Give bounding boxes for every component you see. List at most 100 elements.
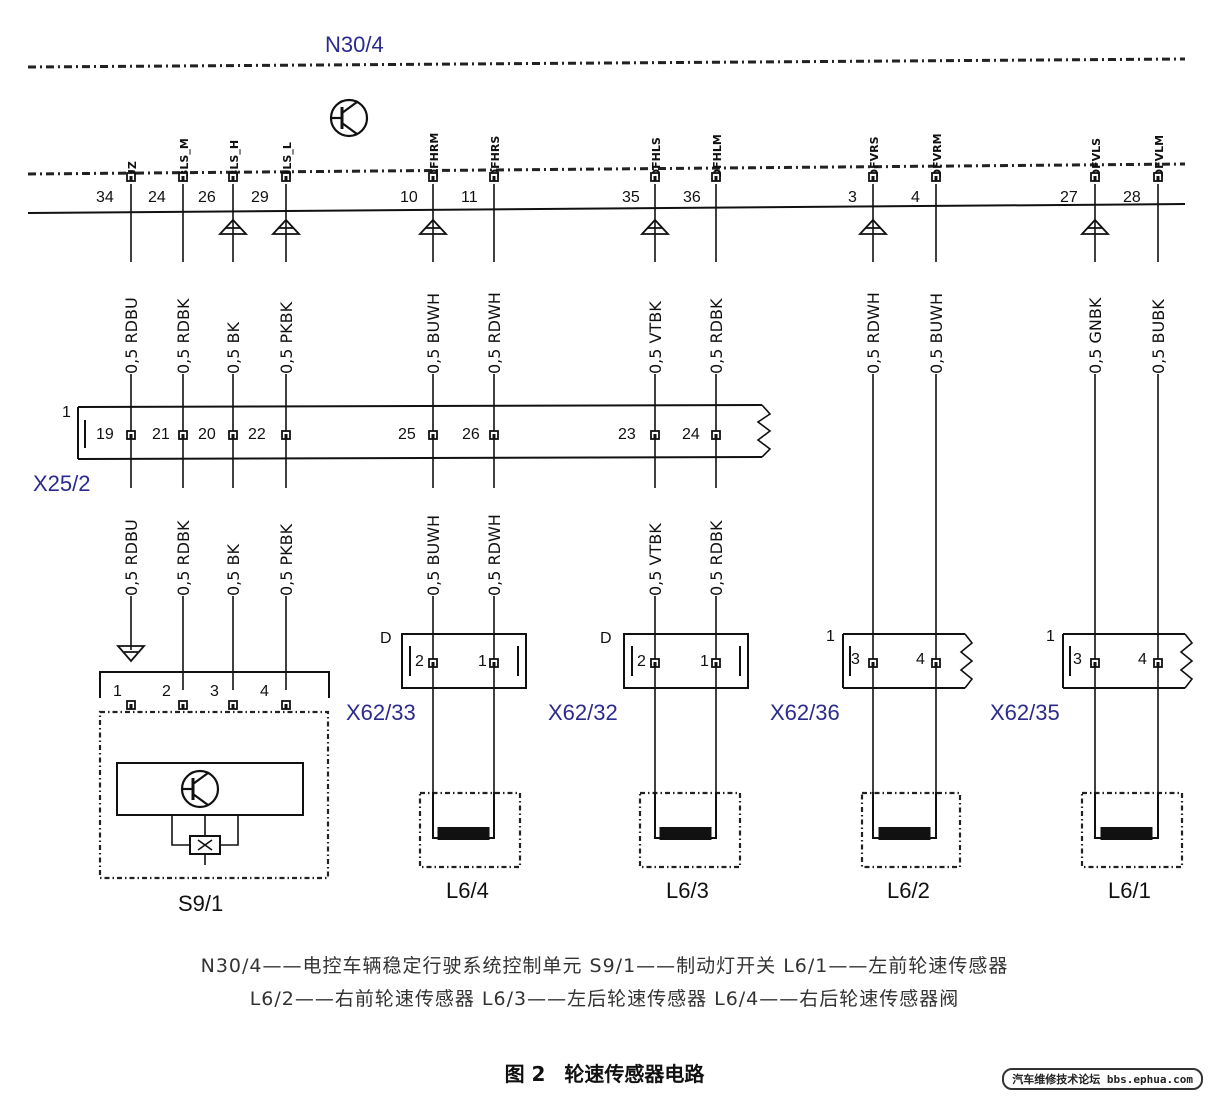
module-pin-mark-core xyxy=(129,176,133,181)
connector-pin-number: 3 xyxy=(851,651,860,668)
s9-inner-box xyxy=(116,762,304,816)
module-pin-mark-core xyxy=(231,176,235,181)
shield-arrow-icon xyxy=(270,218,302,235)
connector-label: X62/32 xyxy=(548,700,618,725)
x25-pin-number: 20 xyxy=(198,426,216,443)
upper-wire-label-bg xyxy=(1085,262,1105,374)
module-pin-number: 11 xyxy=(461,189,478,206)
shield-arrow-icon xyxy=(217,218,249,235)
lower-wire-label: 0,5 BK xyxy=(224,543,243,596)
lower-wire-label-bg xyxy=(276,488,296,596)
connector-pin-number: 3 xyxy=(1073,651,1082,668)
figure-caption: 图 2 轮速传感器电路 xyxy=(0,1058,1209,1087)
module-pin-number: 36 xyxy=(683,189,701,206)
module-pin-number: 29 xyxy=(251,189,269,206)
x25-pin-number: 19 xyxy=(96,426,114,443)
module-label: N30/4 xyxy=(325,32,384,57)
s9-dashed-box xyxy=(98,710,330,880)
shield-arrow-icon xyxy=(116,645,146,663)
legend-line-1: N30/4——电控车辆稳定行驶系统控制单元 S9/1——制动灯开关 L6/1——… xyxy=(200,955,1009,977)
s9-pin-number: 3 xyxy=(210,683,219,700)
sensor-dashed-box xyxy=(638,791,742,869)
upper-wire-label-bg xyxy=(484,262,504,374)
connector-pin-mark-core xyxy=(934,662,938,667)
connector-marker: 1 xyxy=(826,628,835,645)
upper-wire-label: 0,5 PKBK xyxy=(277,301,296,374)
x25-label: X25/2 xyxy=(33,471,91,496)
signal-label: DFHRM xyxy=(428,133,441,178)
module-pin-mark-core xyxy=(871,176,875,181)
connector-label: X62/36 xyxy=(770,700,840,725)
connector-pin-mark-core xyxy=(431,662,435,667)
x25-pin-mark-core xyxy=(431,434,435,439)
lower-wire-label: 0,5 BUWH xyxy=(424,515,443,596)
module-pin-mark-core xyxy=(431,176,435,181)
sensor-dashed-box xyxy=(418,791,522,869)
sensor-dashed-box xyxy=(860,791,962,869)
module-pin-mark-core xyxy=(492,176,496,181)
sensor-label: L6/3 xyxy=(666,878,709,903)
lower-wire-label-bg xyxy=(173,488,193,596)
connector-pin-mark-core xyxy=(653,662,657,667)
upper-wire-label-bg xyxy=(1148,262,1168,374)
connector-marker: D xyxy=(380,630,392,647)
signal-label: DFHRS xyxy=(489,136,502,178)
sensor-label: L6/2 xyxy=(887,878,930,903)
signal-label: DFVRM xyxy=(931,133,944,178)
lower-wire-label-bg xyxy=(423,488,443,596)
s9-pin-number: 4 xyxy=(260,683,269,700)
watermark: 汽车维修技术论坛 bbs.ephua.com xyxy=(1002,1068,1203,1090)
module-pin-mark-core xyxy=(1156,176,1160,181)
x25-pin-number: 23 xyxy=(618,426,636,443)
connector-pin-number: 2 xyxy=(637,653,646,670)
lower-wire-label: 0,5 PKBK xyxy=(277,523,296,596)
upper-wire-label: 0,5 BK xyxy=(224,321,243,374)
module-pin-number: 28 xyxy=(1123,189,1141,206)
connector-pin-mark-core xyxy=(871,662,875,667)
sensor-label: L6/4 xyxy=(446,878,489,903)
shield-arrow-icon xyxy=(417,218,449,235)
s9-contact-icon xyxy=(189,835,221,855)
module-pin-number: 34 xyxy=(96,189,114,206)
upper-wire-label-bg xyxy=(223,262,243,374)
legend: N30/4——电控车辆稳定行驶系统控制单元 S9/1——制动灯开关 L6/1——… xyxy=(0,950,1209,1016)
x25-marker: 1 xyxy=(62,404,71,421)
module-bottom-border xyxy=(27,162,1186,176)
upper-wire-label-bg xyxy=(173,262,193,374)
signal-label: BLS_H xyxy=(228,140,241,178)
s9-label: S9/1 xyxy=(178,891,223,916)
s9-pin-mark-core xyxy=(129,704,133,709)
connector-label: X62/35 xyxy=(990,700,1060,725)
s9-transistor-icon xyxy=(180,769,220,809)
upper-wire-label-bg xyxy=(926,262,946,374)
connector-marker: 1 xyxy=(1046,628,1055,645)
lower-wire-label-bg xyxy=(645,488,665,596)
signal-label: DFHLM xyxy=(711,134,724,178)
module-pin-mark-core xyxy=(934,176,938,181)
x25-pin-mark-core xyxy=(492,434,496,439)
signal-label: DFVLM xyxy=(1153,135,1166,178)
connector-pin-number: 4 xyxy=(916,651,925,668)
upper-wire-label-bg xyxy=(276,262,296,374)
shield-arrow-icon xyxy=(857,218,889,235)
connector-box xyxy=(401,633,527,689)
upper-wire-label-bg xyxy=(863,262,883,374)
sensor-coil-icon xyxy=(1100,827,1153,840)
s9-contact-cross xyxy=(197,839,213,851)
connector-box xyxy=(1062,633,1185,689)
x25-break-icon xyxy=(756,404,772,458)
x25-pin-mark-core xyxy=(129,434,133,439)
lower-wire-label-bg xyxy=(484,488,504,596)
x25-pin-mark-core xyxy=(653,434,657,439)
upper-wire-label-bg xyxy=(706,262,726,374)
signal-label: DFHLS xyxy=(650,137,663,178)
upper-wire-label: 0,5 GNBK xyxy=(1086,297,1105,374)
sensor-label: L6/1 xyxy=(1108,878,1151,903)
s9-outer-frame xyxy=(99,671,330,698)
s9-pin-mark-core xyxy=(231,704,235,709)
